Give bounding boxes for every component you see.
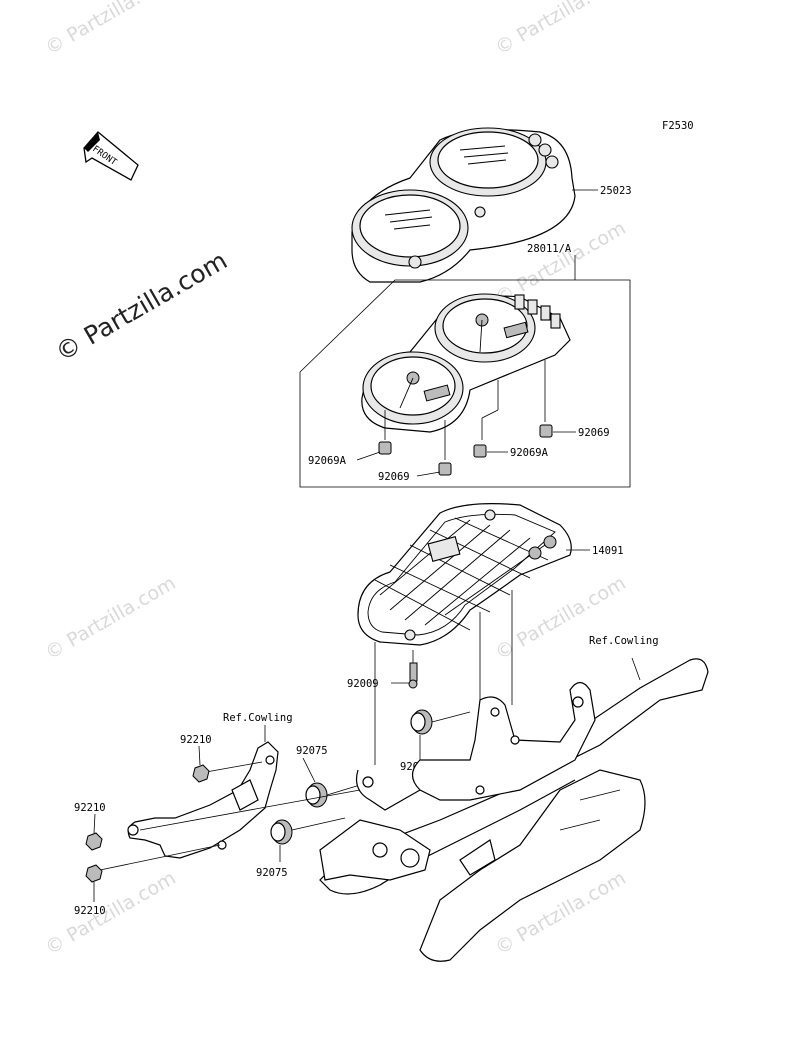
label-cover-plate: 14091 (592, 545, 624, 557)
label-meter-case: 25023 (600, 185, 632, 197)
front-arrow-icon: FRONT (83, 131, 139, 181)
grommet-92075-bottom (270, 817, 346, 862)
meter-assy-box (299, 255, 631, 488)
cover-plate (357, 503, 590, 646)
label-nut-92210-bottom: 92210 (74, 905, 106, 917)
screw-92069-bottom (416, 462, 452, 477)
label-ref-cowling-left: Ref.Cowling (223, 712, 293, 724)
screw-92069-right (539, 424, 576, 438)
cowling-bracket-left (99, 725, 361, 871)
meter-case (351, 127, 598, 283)
label-nut-92210-top: 92210 (180, 734, 212, 746)
label-meter-assy: 28011/A (527, 243, 572, 255)
screw-92069a-mid (473, 444, 508, 458)
label-bolt-92009: 92009 (347, 678, 379, 690)
nut-92210-mid (85, 813, 103, 851)
label-grommet-92075-left: 92075 (296, 745, 328, 757)
watermark-logo-text: © Partzilla.com (51, 246, 233, 368)
label-screw-92069-bottom: 92069 (378, 471, 410, 483)
label-nut-92210-mid: 92210 (74, 802, 106, 814)
label-ref-cowling-right: Ref.Cowling (589, 635, 659, 647)
watermark-text: © Partzilla.com (42, 867, 180, 959)
nut-92210-top (192, 745, 210, 783)
watermark-text: © Partzilla.com (42, 572, 180, 664)
grommet-92075-left (302, 757, 361, 808)
label-screw-92069a-mid: 92069A (510, 447, 549, 459)
nut-92210-bottom (85, 864, 103, 902)
meter-assy (361, 293, 571, 460)
cowling-frame-right (319, 657, 709, 962)
grommet-92075-mid (410, 709, 471, 760)
watermark-text: © Partzilla.com (42, 0, 180, 59)
label-screw-92069a-left: 92069A (308, 455, 347, 467)
bolt-92009 (391, 662, 418, 689)
label-screw-92069-right: 92069 (578, 427, 610, 439)
screw-92069a-left (356, 441, 392, 461)
watermark-text: © Partzilla.com (492, 0, 630, 59)
label-grommet-92075-bottom: 92075 (256, 867, 288, 879)
figure-code: F2530 (662, 120, 694, 132)
